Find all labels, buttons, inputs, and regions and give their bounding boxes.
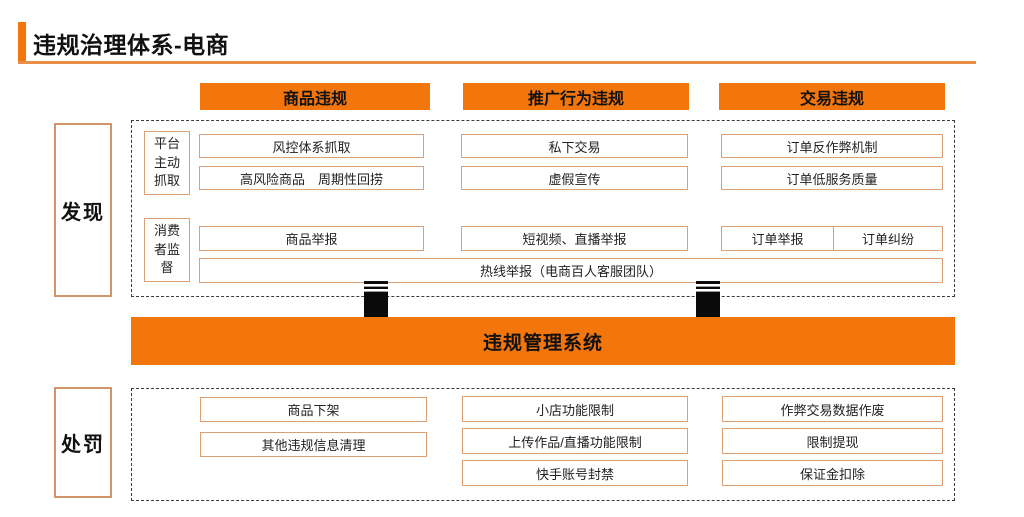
group-label-consumer-supervision: 消费者监督 xyxy=(144,218,190,282)
high-risk-periodic-review-box: 高风险商品 周期性回捞 xyxy=(199,166,424,190)
header-product-violation: 商品违规 xyxy=(200,83,430,110)
account-ban-box: 快手账号封禁 xyxy=(462,460,688,486)
upload-live-function-limit-box: 上传作品/直播功能限制 xyxy=(462,428,688,454)
risk-control-capture-box: 风控体系抓取 xyxy=(199,134,424,158)
title-underline xyxy=(18,61,976,64)
hotline-report-box: 热线举报（电商百人客服团队） xyxy=(199,258,943,283)
other-violation-cleanup-box: 其他违规信息清理 xyxy=(200,432,427,457)
title-accent-bar xyxy=(18,22,26,63)
header-trade-violation: 交易违规 xyxy=(719,83,945,110)
order-dispute-box: 订单纠纷 xyxy=(833,226,943,251)
false-advertising-box: 虚假宣传 xyxy=(461,166,688,190)
order-report-box: 订单举报 xyxy=(721,226,834,251)
side-label-discovery: 发现 xyxy=(54,123,112,297)
violation-management-system-bar: 违规管理系统 xyxy=(131,317,955,365)
cheat-transaction-void-box: 作弊交易数据作废 xyxy=(722,396,943,422)
discovery-container xyxy=(131,120,955,297)
order-anti-cheat-box: 订单反作弊机制 xyxy=(721,134,943,158)
video-live-report-box: 短视频、直播举报 xyxy=(461,226,688,251)
group-label-platform-capture: 平台主动抓取 xyxy=(144,131,190,195)
private-transaction-box: 私下交易 xyxy=(461,134,688,158)
deposit-deduction-box: 保证金扣除 xyxy=(722,460,943,486)
header-promotion-violation: 推广行为违规 xyxy=(463,83,689,110)
side-label-punishment: 处罚 xyxy=(54,387,112,498)
withdrawal-limit-box: 限制提现 xyxy=(722,428,943,454)
product-removal-box: 商品下架 xyxy=(200,397,427,422)
shop-function-limit-box: 小店功能限制 xyxy=(462,396,688,422)
punishment-container xyxy=(131,388,955,501)
order-low-service-quality-box: 订单低服务质量 xyxy=(721,166,943,190)
page-title: 违规治理体系-电商 xyxy=(33,32,230,58)
product-report-box: 商品举报 xyxy=(199,226,424,251)
